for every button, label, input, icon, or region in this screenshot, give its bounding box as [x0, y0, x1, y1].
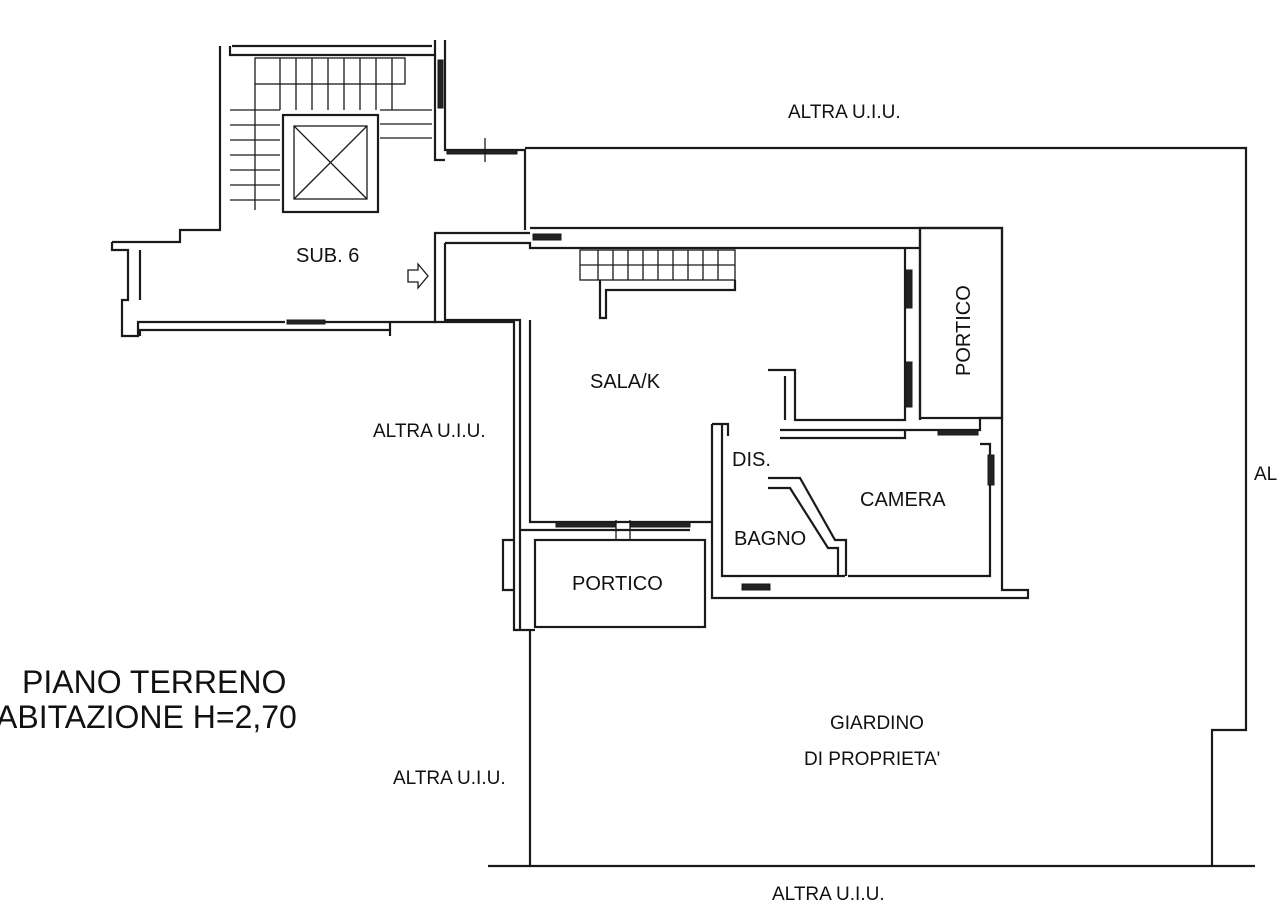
room-label-portico-right: PORTICO — [953, 285, 975, 376]
neighbor-label-left-mid: ALTRA U.I.U. — [373, 421, 486, 442]
neighbor-label-left-low: ALTRA U.I.U. — [393, 768, 506, 789]
elevator-shaft — [281, 113, 380, 214]
room-label-sala: SALA/K — [590, 371, 661, 393]
room-label-bagno: BAGNO — [734, 528, 806, 550]
garden-boundary — [488, 146, 1255, 868]
stair-treads-top — [230, 57, 432, 210]
entrance-arrow-icon — [407, 262, 429, 290]
stairwell-block — [110, 40, 562, 338]
room-label-sub6: SUB. 6 — [296, 245, 359, 267]
room-label-camera: CAMERA — [860, 489, 946, 511]
plan-title-line1: PIANO TERRENO — [22, 664, 286, 700]
room-label-portico-left: PORTICO — [572, 573, 663, 595]
neighbor-label-top: ALTRA U.I.U. — [788, 102, 901, 123]
neighbor-label-right: AL — [1254, 464, 1277, 485]
plan-title-line2: ABITAZIONE H=2,70 — [0, 699, 297, 735]
garden-label-line2: DI PROPRIETA' — [804, 749, 940, 770]
neighbor-label-bottom: ALTRA U.I.U. — [772, 884, 885, 905]
room-label-dis: DIS. — [732, 449, 771, 471]
kitchen-counter — [579, 249, 737, 320]
apartment-walls — [434, 226, 1030, 632]
garden-label-line1: GIARDINO — [830, 713, 924, 734]
